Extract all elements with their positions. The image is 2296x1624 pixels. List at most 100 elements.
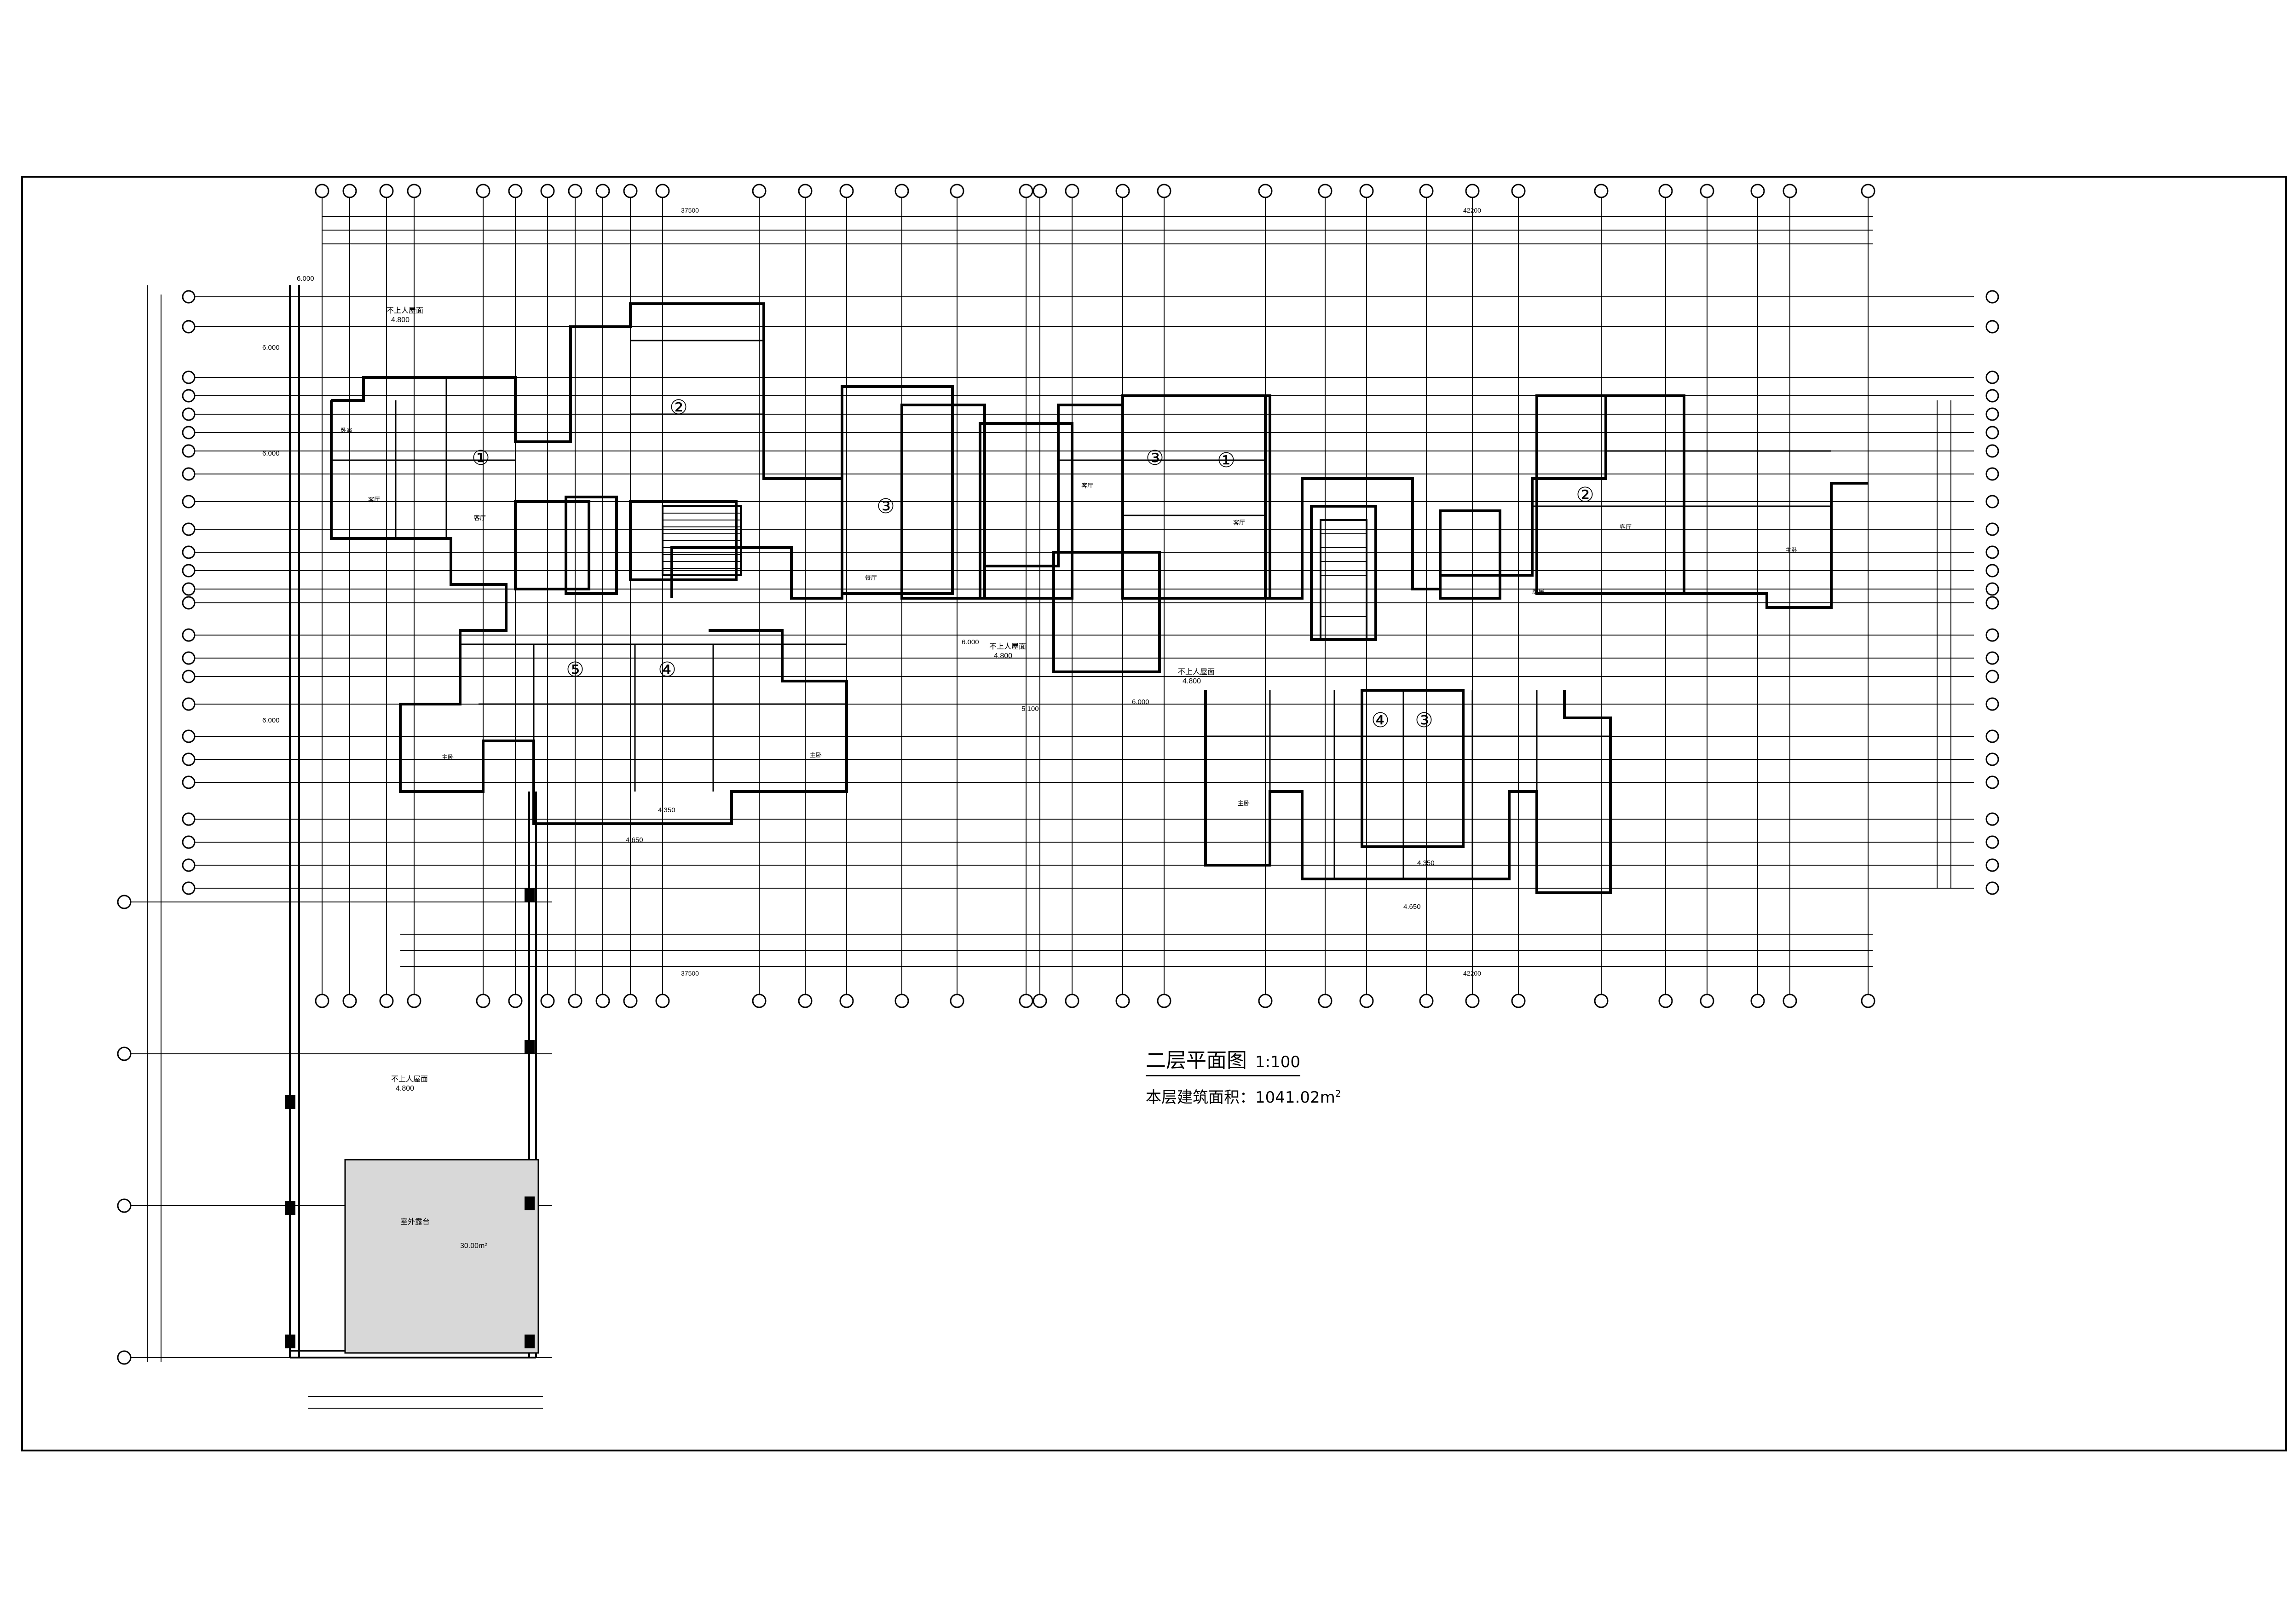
sheet-border (21, 176, 2287, 1451)
grid-bubble (1985, 858, 1999, 872)
grid-bubble (1985, 881, 1999, 895)
grid-bubble (1783, 184, 1797, 198)
grid-bubble (655, 994, 670, 1008)
svg-text:主卧: 主卧 (1238, 800, 1250, 807)
grid-bubble (1033, 184, 1047, 198)
grid-bubble (1783, 994, 1797, 1008)
grid-bubble (1065, 994, 1079, 1008)
grid-bubble (1115, 994, 1130, 1008)
grid-bubble (1985, 835, 1999, 849)
grid-bubble (508, 184, 523, 198)
grid-bubbles (117, 184, 1999, 1365)
unit-number: ① (472, 447, 490, 469)
grid-bubble (1318, 994, 1333, 1008)
svg-text:主卧: 主卧 (810, 751, 822, 758)
grid-bubble (1465, 994, 1480, 1008)
grid-bubble (1465, 184, 1480, 198)
grid-bubble (1511, 184, 1526, 198)
roof-note: 不上人屋面 (387, 306, 423, 315)
grid-bubble (182, 752, 196, 766)
unit-number: ④ (1371, 709, 1389, 732)
svg-text:厨房: 厨房 (1532, 588, 1544, 595)
grid-bubble (1318, 184, 1333, 198)
roof-elev: 4.800 (1183, 677, 1201, 685)
grid-bubble (752, 994, 767, 1008)
unit-number: ④ (658, 659, 676, 681)
unit-number: ① (1217, 449, 1235, 472)
grid-bubble (182, 582, 196, 596)
stair-right (1320, 519, 1367, 641)
grid-bubble (379, 994, 394, 1008)
garden-area: 30.00m² (460, 1242, 487, 1250)
grid-bubble (117, 895, 132, 909)
grid-bubble (182, 320, 196, 334)
roof-note: 不上人屋面 (1178, 668, 1215, 676)
terrace-hatch (344, 1159, 539, 1354)
right-building-partitions (1058, 450, 1831, 879)
grid-bubble (1419, 994, 1434, 1008)
grid-bubble (1985, 670, 1999, 683)
svg-text:6.000: 6.000 (262, 717, 280, 724)
grid-bubble (568, 184, 583, 198)
svg-text:4.650: 4.650 (1403, 903, 1421, 911)
grid-bubble (540, 994, 555, 1008)
grid-bubble (1985, 812, 1999, 826)
grid-bubble (1019, 994, 1033, 1008)
roof-notes: 不上人屋面 4.800 不上人屋面 4.800 不上人屋面 4.800 不上人屋… (387, 306, 1215, 1250)
dimension-lines (147, 216, 1951, 1409)
grid-bubble (798, 994, 813, 1008)
area-unit: 2 (1335, 1088, 1341, 1099)
grid-bubble (117, 1198, 132, 1213)
grid-bubble (1985, 320, 1999, 334)
grid-bubble (182, 522, 196, 536)
svg-text:6.000: 6.000 (1132, 698, 1149, 706)
svg-text:4.350: 4.350 (1417, 859, 1435, 867)
grid-bubble (595, 994, 610, 1008)
dimension-text: 37500 42200 37500 42200 (681, 207, 1481, 977)
grid-bubble (1419, 184, 1434, 198)
grid-bubble (540, 184, 555, 198)
grid-bubble (182, 729, 196, 743)
grid-bubble (182, 407, 196, 421)
area-value: 1041.02m (1255, 1088, 1335, 1107)
grid-bubble (1258, 184, 1273, 198)
floor-area: 本层建筑面积：1041.02m2 (1146, 1085, 1385, 1107)
overall-dim-right-bottom: 42200 (1463, 970, 1481, 977)
grid-bubble (508, 994, 523, 1008)
svg-text:6.000: 6.000 (262, 344, 280, 352)
grid-bubble (1985, 697, 1999, 711)
grid-bubble (342, 184, 357, 198)
unit-number: ② (669, 396, 687, 419)
stair-left (662, 505, 742, 576)
grid-bubble (315, 184, 329, 198)
grid-bubble (1985, 407, 1999, 421)
grid-bubble (1658, 994, 1673, 1008)
grid-bubble (182, 881, 196, 895)
grid-bubble (1985, 290, 1999, 304)
grid-bubble (839, 994, 854, 1008)
grid-bubble (182, 835, 196, 849)
grid-bubble (623, 994, 638, 1008)
overall-dim-left: 37500 (681, 207, 699, 214)
grid-bubble (1985, 729, 1999, 743)
grid-bubble (1065, 184, 1079, 198)
overall-dim-right: 42200 (1463, 207, 1481, 214)
unit-number: ③ (1415, 709, 1433, 732)
grid-bubble (1157, 184, 1171, 198)
svg-text:客厅: 客厅 (1081, 482, 1093, 489)
grid-bubble (595, 184, 610, 198)
svg-text:客厅: 客厅 (368, 496, 380, 503)
grid-bubble (476, 994, 490, 1008)
roof-note: 不上人屋面 (989, 642, 1026, 651)
svg-text:客厅: 客厅 (1233, 519, 1245, 526)
grid-bubble (1985, 775, 1999, 789)
grid-bubble (182, 426, 196, 439)
elevation-marks: 6.000 6.000 6.000 6.000 6.000 6.000 5.10… (262, 275, 1435, 911)
svg-text:主卧: 主卧 (1785, 547, 1797, 554)
grid-bubble (182, 858, 196, 872)
grid-bubble (1985, 651, 1999, 665)
grid-bubble (839, 184, 854, 198)
grid-bubble (568, 994, 583, 1008)
